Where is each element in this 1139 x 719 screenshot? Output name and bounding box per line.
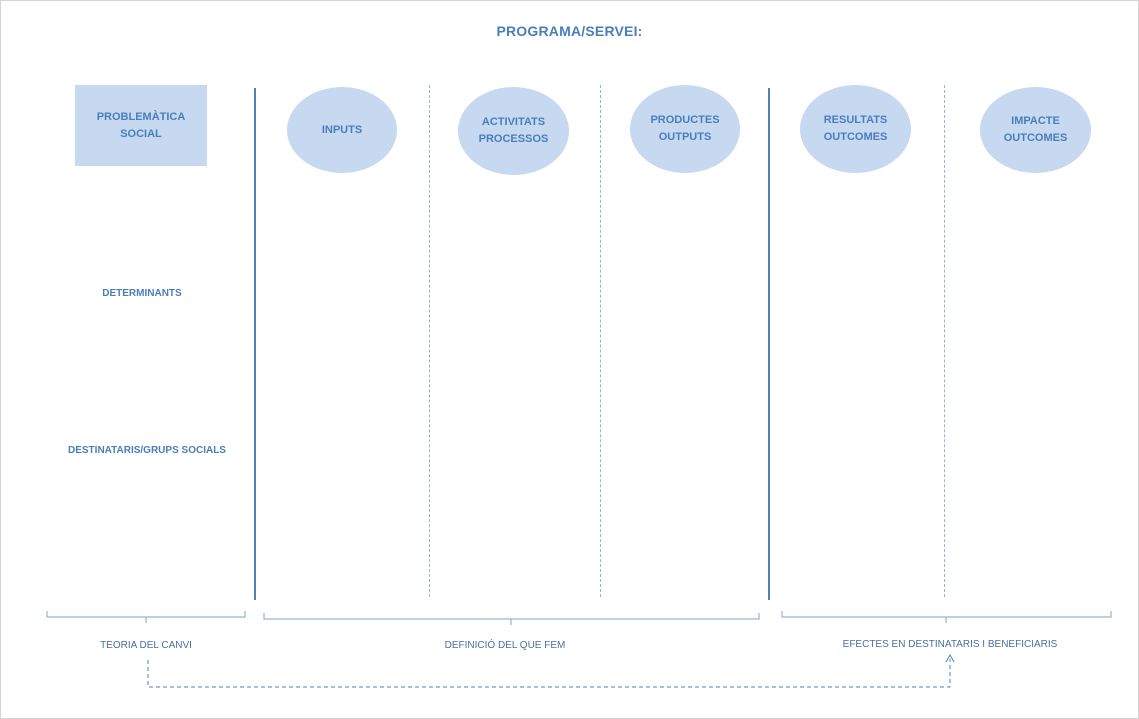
results-label: RESULTATS OUTCOMES [823, 114, 888, 143]
determinants-label: DETERMINANTS [102, 288, 182, 299]
connector-arrowhead [945, 653, 955, 663]
definition-label: DEFINICIÓ DEL QUE FEM [444, 640, 566, 651]
theory-bracket [46, 611, 246, 623]
effects-bracket [781, 611, 1112, 623]
inputs-ellipse: INPUTS [287, 87, 397, 173]
dashed-divider-3 [944, 85, 945, 597]
products-ellipse: PRODUCTES OUTPUTS [630, 85, 740, 173]
divider-effects [768, 88, 770, 600]
dashed-divider-2 [600, 85, 601, 597]
activities-ellipse: ACTIVITATS PROCESSOS [458, 87, 569, 175]
page-title: PROGRAMA/SERVEI: [496, 23, 643, 39]
effects-label: EFECTES EN DESTINATARIS I BENEFICIARIS [842, 639, 1058, 650]
products-label: PRODUCTES OUTPUTS [650, 114, 720, 143]
inputs-label: INPUTS [321, 123, 363, 136]
theory-label: TEORIA DEL CANVI [100, 640, 192, 651]
results-ellipse: RESULTATS OUTCOMES [800, 85, 911, 173]
feedback-connector [147, 659, 951, 688]
dashed-divider-1 [429, 85, 430, 597]
activities-label: ACTIVITATS PROCESSOS [478, 116, 549, 145]
problem-box: PROBLEMÀTICA SOCIAL [75, 85, 207, 166]
destinataris-label: DESTINATARIS/GRUPS SOCIALS [68, 445, 226, 456]
divider-theory [254, 88, 256, 600]
definition-bracket [263, 613, 760, 625]
impact-ellipse: IMPACTE OUTCOMES [980, 87, 1091, 173]
problem-box-label: PROBLEMÀTICA SOCIAL [96, 110, 186, 140]
impact-label: IMPACTE OUTCOMES [1003, 115, 1068, 144]
